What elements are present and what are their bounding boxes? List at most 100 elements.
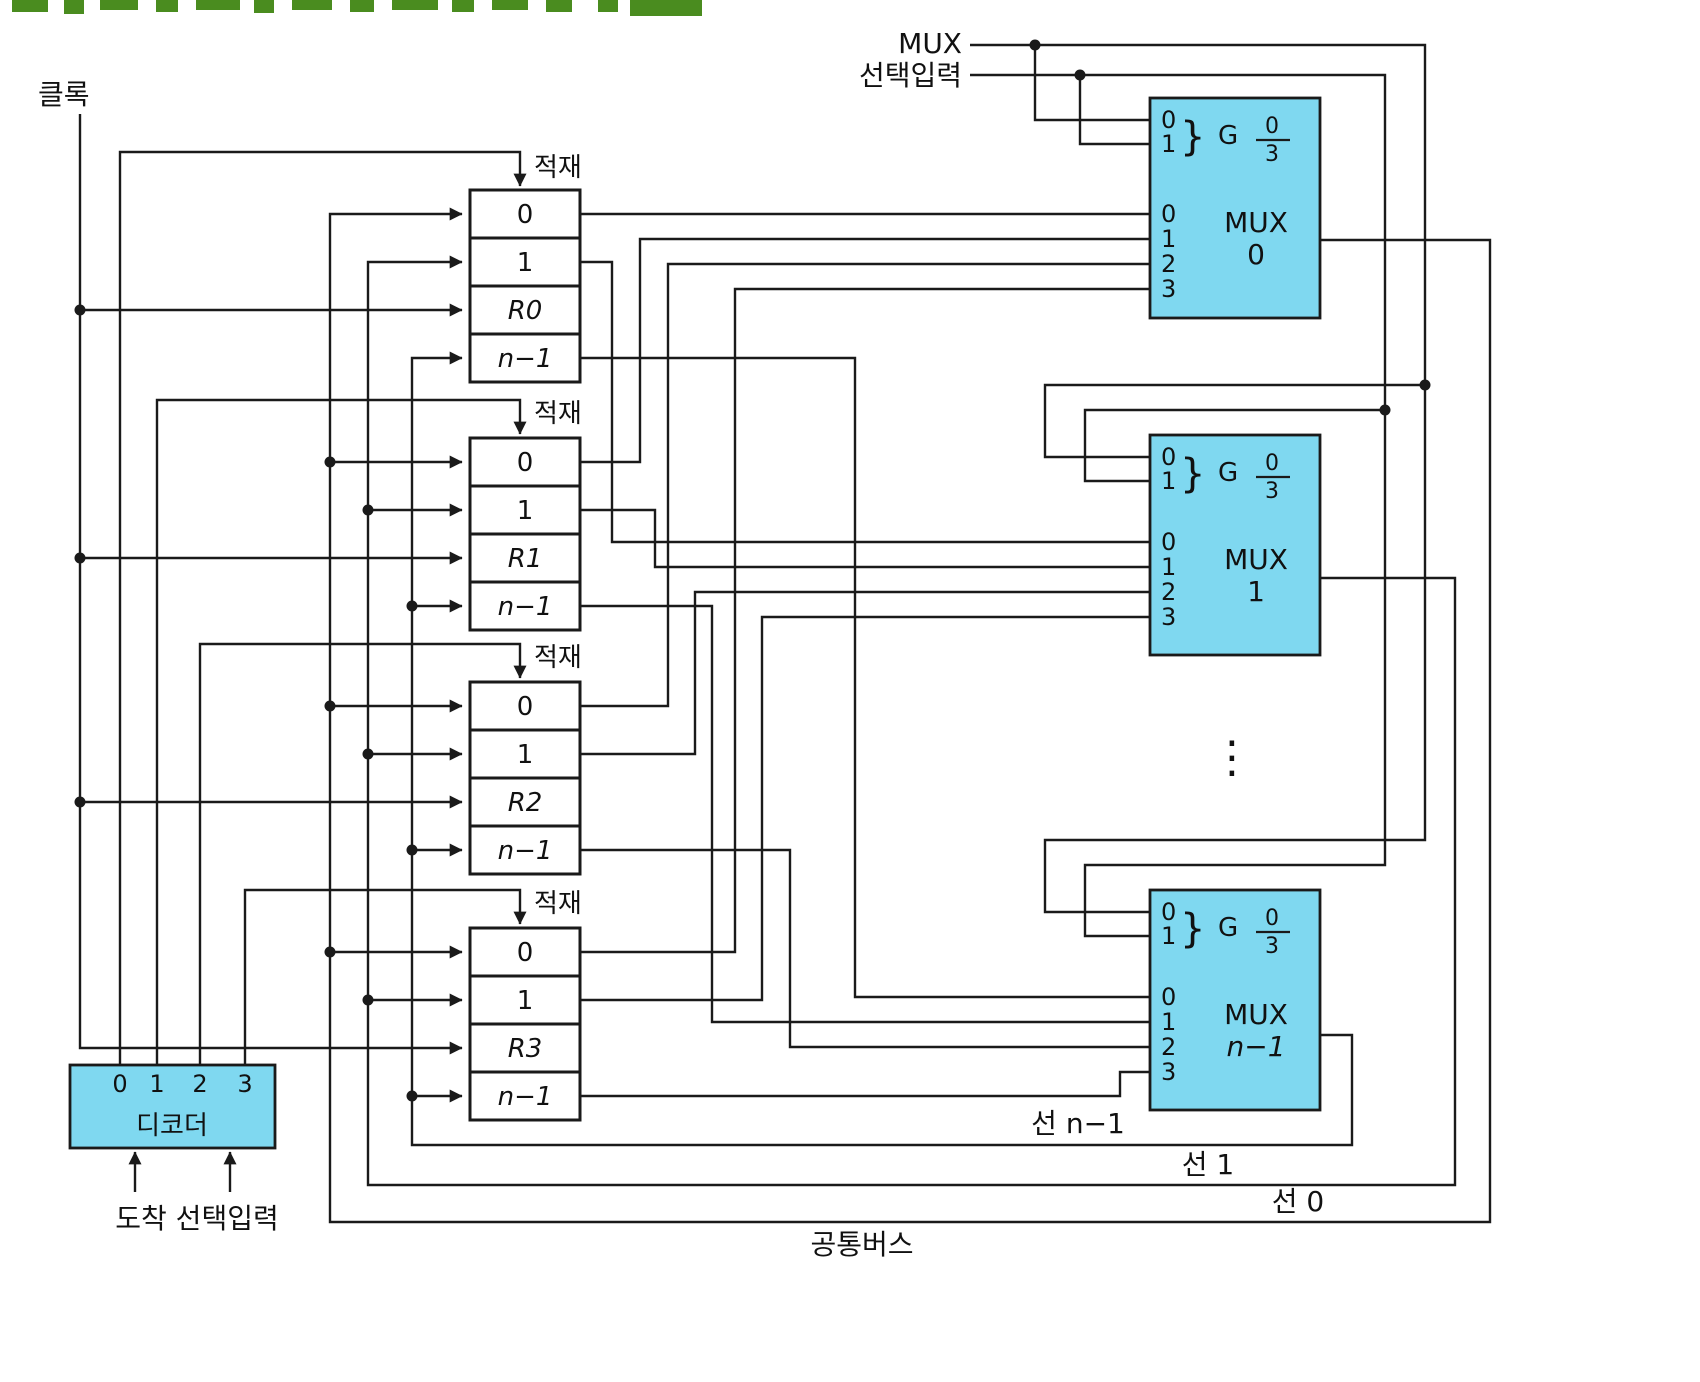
register-cell-label: 1 bbox=[517, 496, 534, 526]
bus-line-n1-label: 선 n−1 bbox=[1031, 1107, 1125, 1140]
mux-name: MUX bbox=[1224, 543, 1288, 576]
mux-g-range-bottom: 3 bbox=[1265, 142, 1279, 167]
mux-select-pin: 0 bbox=[1161, 106, 1176, 134]
register-cell bbox=[468, 580, 582, 632]
wire-select-b-mux1 bbox=[1083, 408, 1385, 483]
register-name: R3 bbox=[508, 1034, 543, 1064]
mux-select-label-line2: 선택입력 bbox=[859, 59, 962, 92]
wire-clock-trunk bbox=[78, 114, 463, 1055]
register-cell-label: 1 bbox=[517, 248, 534, 278]
clock-label: 클록 bbox=[38, 78, 90, 111]
register-cell bbox=[468, 532, 582, 584]
mux-input-pin: 2 bbox=[1161, 578, 1176, 606]
mux-g-range-bottom: 3 bbox=[1265, 479, 1279, 504]
wire-decoder-out3-load-r3 bbox=[243, 888, 527, 1065]
mux-0-box bbox=[1148, 96, 1322, 320]
mux-input-pin: 2 bbox=[1161, 1033, 1176, 1061]
wire-select-a-main bbox=[970, 43, 1427, 914]
bus-line-0-label: 선 0 bbox=[1272, 1185, 1324, 1218]
destination-select-label: 도착 선택입력 bbox=[115, 1202, 278, 1235]
mux-input-pin: 3 bbox=[1161, 275, 1176, 303]
register-r0: 적재 0 1 R0 n−1 bbox=[468, 153, 582, 384]
mux-n1: 0 1 } G 0 3 0 1 2 3 MUX n−1 bbox=[1148, 888, 1322, 1112]
wire-r0bn1-muxn1 bbox=[580, 356, 1150, 999]
common-bus-label: 공통버스 bbox=[810, 1228, 913, 1261]
register-r1: 적재 0 1 R1 n−1 bbox=[468, 399, 582, 632]
mux-select-pin: 1 bbox=[1161, 467, 1176, 495]
mux-select-label-line1: MUX bbox=[898, 27, 962, 60]
mux-index: 0 bbox=[1247, 238, 1265, 271]
wire-bus0-main bbox=[328, 207, 1492, 1224]
cropped-title-decoration bbox=[12, 0, 702, 16]
register-r2: 적재 0 1 R2 n−1 bbox=[468, 643, 582, 876]
mux-input-pin: 1 bbox=[1161, 1008, 1176, 1036]
register-cell-label: n−1 bbox=[498, 344, 553, 374]
wire-select-a-mux0 bbox=[1033, 45, 1150, 122]
wire-decoder-out2-load-r2 bbox=[198, 642, 527, 1065]
load-label: 적재 bbox=[534, 643, 582, 673]
register-name: R0 bbox=[508, 296, 543, 326]
wire-select-a-mux1 bbox=[1043, 383, 1425, 459]
register-cell-label: 0 bbox=[517, 938, 534, 968]
wire-r2b1-mux1 bbox=[580, 590, 1150, 756]
bus-line-1-label: 선 1 bbox=[1182, 1148, 1234, 1181]
mux-g-label: G bbox=[1218, 913, 1238, 943]
decoder-pin: 1 bbox=[149, 1070, 164, 1098]
mux-name: MUX bbox=[1224, 998, 1288, 1031]
register-cell-label: n−1 bbox=[498, 1082, 553, 1112]
register-cell-label: 1 bbox=[517, 740, 534, 770]
ellipsis: ⋮ bbox=[1210, 732, 1254, 783]
junction-dots bbox=[74, 39, 1431, 1102]
decoder-pin: 2 bbox=[192, 1070, 207, 1098]
mux-1: 0 1 } G 0 3 0 1 2 3 MUX 1 bbox=[1148, 433, 1322, 657]
wire-r2bn1-muxn1 bbox=[580, 848, 1150, 1049]
wire-r3b0-mux0 bbox=[580, 287, 1150, 954]
register-cell bbox=[468, 332, 582, 384]
wires bbox=[74, 39, 1492, 1224]
mux-input-pin: 1 bbox=[1161, 553, 1176, 581]
mux-select-pin: 1 bbox=[1161, 922, 1176, 950]
mux-g-label: G bbox=[1218, 458, 1238, 488]
mux-name: MUX bbox=[1224, 206, 1288, 239]
wire-decoder-out1-load-r1 bbox=[155, 398, 527, 1065]
register-cell bbox=[468, 776, 582, 828]
wire-r1bn1-muxn1 bbox=[580, 604, 1150, 1024]
load-label: 적재 bbox=[534, 399, 582, 429]
register-cell-label: 0 bbox=[517, 200, 534, 230]
register-cell-label: 0 bbox=[517, 692, 534, 722]
register-cell-label: n−1 bbox=[498, 592, 553, 622]
register-cell bbox=[468, 236, 582, 288]
register-name: R1 bbox=[508, 544, 543, 574]
wire-r3b1-mux1 bbox=[580, 615, 1150, 1002]
register-cell bbox=[468, 824, 582, 876]
mux-index: n−1 bbox=[1226, 1030, 1285, 1063]
mux-input-pin: 0 bbox=[1161, 528, 1176, 556]
register-cell bbox=[468, 680, 582, 732]
mux-input-pin: 0 bbox=[1161, 983, 1176, 1011]
mux-index: 1 bbox=[1247, 575, 1265, 608]
mux-g-range-bottom: 3 bbox=[1265, 934, 1279, 959]
mux-g-range-top: 0 bbox=[1265, 114, 1279, 139]
wire-busn1-main bbox=[410, 351, 1354, 1147]
decoder-pin: 0 bbox=[112, 1070, 127, 1098]
register-cell-label: 0 bbox=[517, 448, 534, 478]
register-cell bbox=[468, 974, 582, 1026]
decoder-box bbox=[68, 1063, 277, 1150]
mux-1-box bbox=[1148, 433, 1322, 657]
mux-select-pin: 0 bbox=[1161, 443, 1176, 471]
mux-input-pin: 1 bbox=[1161, 225, 1176, 253]
brace-icon: } bbox=[1180, 451, 1205, 497]
brace-icon: } bbox=[1180, 114, 1205, 160]
mux-input-pin: 3 bbox=[1161, 603, 1176, 631]
register-cell bbox=[468, 926, 582, 978]
mux-input-pin: 2 bbox=[1161, 250, 1176, 278]
register-cell bbox=[468, 284, 582, 336]
mux-select-pin: 0 bbox=[1161, 898, 1176, 926]
register-cell-label: n−1 bbox=[498, 836, 553, 866]
load-label: 적재 bbox=[534, 153, 582, 183]
mux-input-pin: 0 bbox=[1161, 200, 1176, 228]
register-cell bbox=[468, 728, 582, 780]
brace-icon: } bbox=[1180, 906, 1205, 952]
wire-select-b-mux0 bbox=[1078, 75, 1150, 146]
mux-n1-box bbox=[1148, 888, 1322, 1112]
